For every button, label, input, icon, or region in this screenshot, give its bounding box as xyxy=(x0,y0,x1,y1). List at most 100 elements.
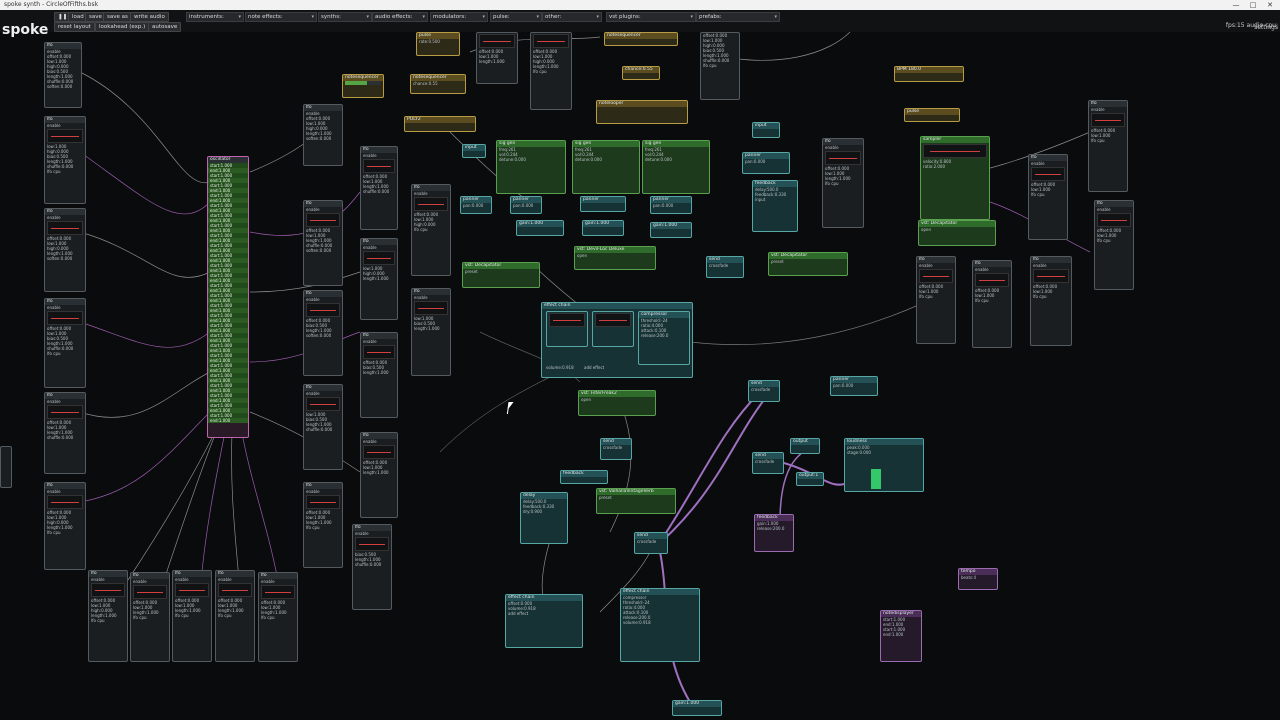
sig-gen-module[interactable]: sig gen freq:261 vol:0.244 detune:0.000 xyxy=(496,140,566,194)
stack-row[interactable]: start:1.000 xyxy=(208,293,248,298)
low-slider[interactable]: low:1.000 xyxy=(1097,233,1117,238)
chance-module[interactable]: notesequencer chance:0.55 xyxy=(410,74,466,94)
lfo-module[interactable]: lfo enable offset:0.000 low:1.000 length… xyxy=(303,482,343,568)
offset-slider[interactable]: offset:0.000 xyxy=(47,420,72,425)
vst-devil-loc-module[interactable]: vst: Devil-Loc Deluxe open xyxy=(574,246,656,270)
soften-slider[interactable]: soften:0.000 xyxy=(306,248,332,253)
low-slider[interactable]: low:1.000 xyxy=(703,38,723,43)
bandpass-effect[interactable] xyxy=(592,311,634,347)
offset-slider[interactable]: offset:0.000 xyxy=(47,54,72,59)
menu-modulators[interactable]: modulators:▾ xyxy=(430,12,488,22)
vol-slider[interactable]: vol:0.244 xyxy=(499,152,518,157)
low-slider[interactable]: low:1.000 xyxy=(306,412,326,417)
pulse-module[interactable]: pulse xyxy=(904,108,960,122)
feedback-module[interactable]: feedback gain:1.000 release:200.0 xyxy=(754,514,794,552)
stack-row[interactable]: start:1.000 xyxy=(208,333,248,338)
enable-checkbox[interactable]: enable xyxy=(306,297,320,302)
high-slider[interactable]: high:0.000 xyxy=(703,43,725,48)
lfo-module[interactable]: lfo enable offset:0.000 low:1.000 high:0… xyxy=(44,42,82,108)
enable-checkbox[interactable]: enable xyxy=(91,577,105,582)
stack-row[interactable]: end:1.000 xyxy=(208,308,248,313)
stack-row[interactable]: end:1.000 xyxy=(208,298,248,303)
length-slider[interactable]: length:1.000 xyxy=(218,608,244,613)
low-slider[interactable]: low:1.000 xyxy=(363,179,383,184)
reset-layout-button[interactable]: reset layout xyxy=(54,22,95,32)
input-module[interactable]: input xyxy=(462,144,486,158)
open-button[interactable]: open xyxy=(581,397,591,402)
release-slider[interactable]: release:200.0 xyxy=(641,333,669,338)
compressor-effect[interactable]: compressor threshold:-24 ratio:4.000 att… xyxy=(638,311,690,365)
bias-slider[interactable]: bias:0.500 xyxy=(306,323,327,328)
enable-checkbox[interactable]: enable xyxy=(1091,107,1105,112)
length-slider[interactable]: length:1.000 xyxy=(47,341,73,346)
lfo-module[interactable]: lfo enable offset:0.000 low:1.000 lfo cp… xyxy=(1088,100,1128,192)
length-slider[interactable]: length:1.000 xyxy=(703,53,729,58)
stack-row[interactable]: start:1.000 xyxy=(208,393,248,398)
preset-dropdown[interactable]: preset xyxy=(465,269,478,274)
soften-slider[interactable]: soften:0.000 xyxy=(306,136,332,141)
lfo-module[interactable]: lfo enable offset:0.000 low:1.000 lfo cp… xyxy=(972,260,1012,348)
detune-slider[interactable]: detune:0.000 xyxy=(499,157,526,162)
offset-slider[interactable]: offset:0.000 xyxy=(306,510,331,515)
pulse-module[interactable]: pulse rate:0.500 xyxy=(416,32,460,56)
lfo-module[interactable]: lfo enable low:1.000 high:0.000 bias:0.5… xyxy=(44,116,86,204)
lfo-module[interactable]: lfo enable offset:0.000 low:1.000 high:0… xyxy=(88,570,128,662)
low-slider[interactable]: low:1.000 xyxy=(306,233,326,238)
offset-slider[interactable]: offset:0.000 xyxy=(363,174,388,179)
length-slider[interactable]: length:1.000 xyxy=(261,610,287,615)
lookahead-toggle[interactable]: lookahead (exp.) xyxy=(95,22,150,32)
menu-prefabs[interactable]: prefabs:▾ xyxy=(696,12,780,22)
volume-slider[interactable]: volume:0.918 xyxy=(623,620,651,625)
shuffle-slider[interactable]: shuffle:0.000 xyxy=(47,79,74,84)
enable-checkbox[interactable]: enable xyxy=(306,489,320,494)
release-slider[interactable]: release:200.0 xyxy=(623,615,651,620)
stack-row[interactable]: end:1.000 xyxy=(208,398,248,403)
stack-row[interactable]: end:1.000 xyxy=(208,268,248,273)
stack-row[interactable]: end:1.000 xyxy=(208,168,248,173)
lfo-module[interactable]: offset:0.000 low:1.000 high:0.000 length… xyxy=(530,32,572,110)
length-slider[interactable]: length:1.000 xyxy=(414,326,440,331)
offset-slider[interactable]: offset:0.000 xyxy=(479,49,504,54)
shuffle-slider[interactable]: shuffle:0.000 xyxy=(363,189,390,194)
output-module[interactable]: gain:1.000 xyxy=(672,700,722,716)
offset-slider[interactable]: offset:0.000 xyxy=(533,49,558,54)
enable-checkbox[interactable]: enable xyxy=(133,579,147,584)
threshold-slider[interactable]: threshold:-24 xyxy=(641,318,668,323)
volume-slider[interactable]: volume:0.918 xyxy=(546,365,574,370)
soften-slider[interactable]: soften:0.000 xyxy=(47,256,73,261)
low-slider[interactable]: low:1.000 xyxy=(47,515,67,520)
enable-checkbox[interactable]: enable xyxy=(47,399,61,404)
lfo-module[interactable]: lfo enable offset:0.000 low:1.000 length… xyxy=(360,432,398,518)
settings-button[interactable]: settings xyxy=(1254,24,1278,31)
lfo-module[interactable]: lfo enable offset:0.000 low:1.000 lfo cp… xyxy=(916,256,956,344)
length-slider[interactable]: length:1.000 xyxy=(47,251,73,256)
offset-slider[interactable]: offset:0.000 xyxy=(218,598,243,603)
send-module[interactable]: send crossfade xyxy=(600,438,632,460)
length-slider[interactable]: length:1.000 xyxy=(363,470,389,475)
stack-row[interactable]: end:1.000 xyxy=(208,418,248,423)
poly-module[interactable]: POLY2 xyxy=(404,116,476,132)
offset-slider[interactable]: offset:0.000 xyxy=(508,601,533,606)
stack-row[interactable]: start:1.000 xyxy=(208,213,248,218)
low-slider[interactable]: low:1.000 xyxy=(133,605,153,610)
sig-gen-module[interactable]: sig gen freq:261 vol:0.244 detune:0.000 xyxy=(642,140,710,194)
shuffle-slider[interactable]: shuffle:0.000 xyxy=(703,58,730,63)
enable-checkbox[interactable]: enable xyxy=(47,489,61,494)
stack-row[interactable]: start:1.000 xyxy=(208,363,248,368)
preset-dropdown[interactable]: preset xyxy=(771,259,784,264)
detune-slider[interactable]: detune:0.000 xyxy=(645,157,672,162)
lfo-module[interactable]: lfo enable offset:0.000 low:1.000 length… xyxy=(360,146,398,230)
panner-module[interactable]: panner pan:0.000 xyxy=(460,196,492,214)
low-slider[interactable]: low:1.000 xyxy=(47,241,67,246)
length-slider[interactable]: length:1.000 xyxy=(306,520,332,525)
vst-decapitator-module[interactable]: vst: Decapitator preset xyxy=(462,262,540,288)
add-effect-dropdown[interactable]: add effect xyxy=(508,611,529,616)
enable-checkbox[interactable]: enable xyxy=(414,295,428,300)
stack-row[interactable]: start:1.000 xyxy=(208,343,248,348)
lfo-module[interactable]: lfo enable offset:0.000 bias:0.500 lengt… xyxy=(360,332,398,418)
stack-row[interactable]: start:1.000 xyxy=(208,243,248,248)
lfo-module[interactable]: lfo enable offset:0.000 low:1.000 lfo cp… xyxy=(1028,154,1068,240)
stack-row[interactable]: end:1.000 xyxy=(208,348,248,353)
stack-row[interactable]: end:1.000 xyxy=(208,238,248,243)
offset-slider[interactable]: offset:0.000 xyxy=(363,460,388,465)
